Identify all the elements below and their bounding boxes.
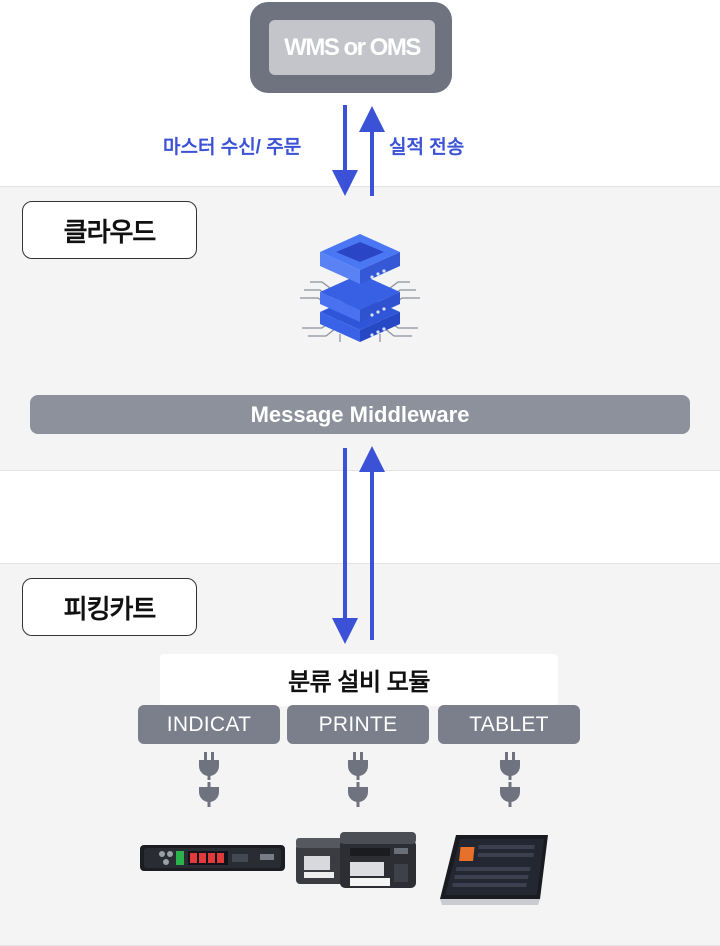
server-stack-icon [300, 234, 420, 342]
cloud-tag: 클라우드 [22, 201, 197, 259]
device-pill-indicator: INDICAT [138, 705, 280, 744]
printer-device-icon [296, 832, 416, 888]
sorting-module-box: 분류 설비 모듈 [160, 654, 558, 706]
down-arrow-top [332, 105, 358, 196]
plug-icon [348, 752, 368, 807]
plug-icon [500, 752, 520, 807]
up-arrow-top [359, 106, 385, 196]
down-arrow-bottom [332, 448, 358, 644]
up-arrow-label: 실적 전송 [389, 137, 465, 158]
down-arrow-label: 마스터 수신/ 주문 [163, 137, 302, 158]
message-middleware-bar: Message Middleware [30, 395, 690, 434]
plug-icon [199, 752, 219, 807]
wms-label: WMS or OMS [269, 20, 435, 75]
picking-cart-tag: 피킹카트 [22, 578, 197, 636]
indicator-device-icon [140, 845, 285, 871]
device-pill-tablet: TABLET [438, 705, 580, 744]
up-arrow-bottom [359, 446, 385, 640]
device-pill-printer: PRINTE [287, 705, 429, 744]
tablet-device-icon [440, 835, 548, 905]
